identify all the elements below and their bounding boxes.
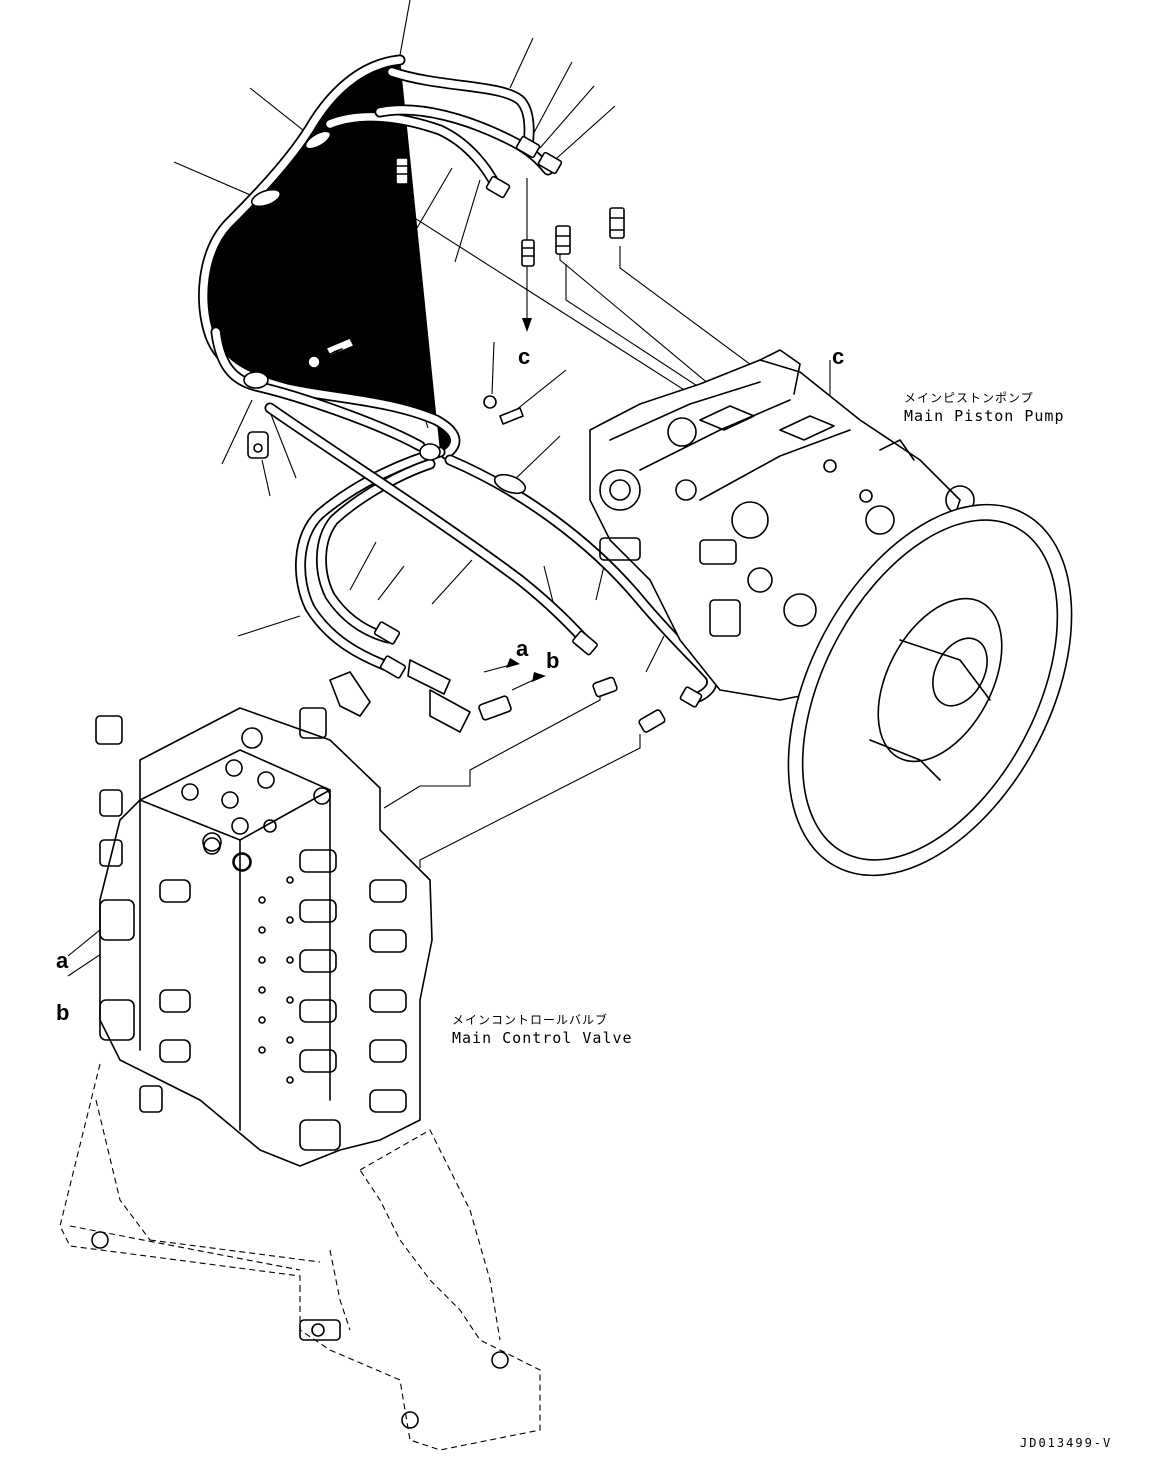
fittings — [307, 135, 703, 733]
label-a-arrow: a — [516, 636, 529, 661]
valve-label-en: Main Control Valve — [452, 1029, 633, 1047]
drawing-code: JD013499-V — [1020, 1436, 1113, 1450]
label-b-valve: b — [56, 1000, 70, 1025]
hoses — [198, 54, 718, 704]
valve-port-markers — [202, 832, 252, 872]
label-a-valve: a — [56, 948, 69, 973]
label-c-right: c — [832, 344, 845, 369]
mounting-frame — [59, 1063, 541, 1451]
main-control-valve — [95, 671, 433, 1167]
clamps — [243, 130, 527, 495]
valve-label-jp: メインコントロールバルブ — [452, 1013, 609, 1027]
pump-label-jp: メインピストンポンプ — [904, 391, 1034, 405]
label-b-arrow: b — [546, 648, 560, 673]
main-piston-pump — [589, 349, 1073, 877]
pump-label-en: Main Piston Pump — [904, 407, 1065, 425]
label-c-left: c — [518, 344, 531, 369]
frame-bolts — [91, 1231, 509, 1429]
